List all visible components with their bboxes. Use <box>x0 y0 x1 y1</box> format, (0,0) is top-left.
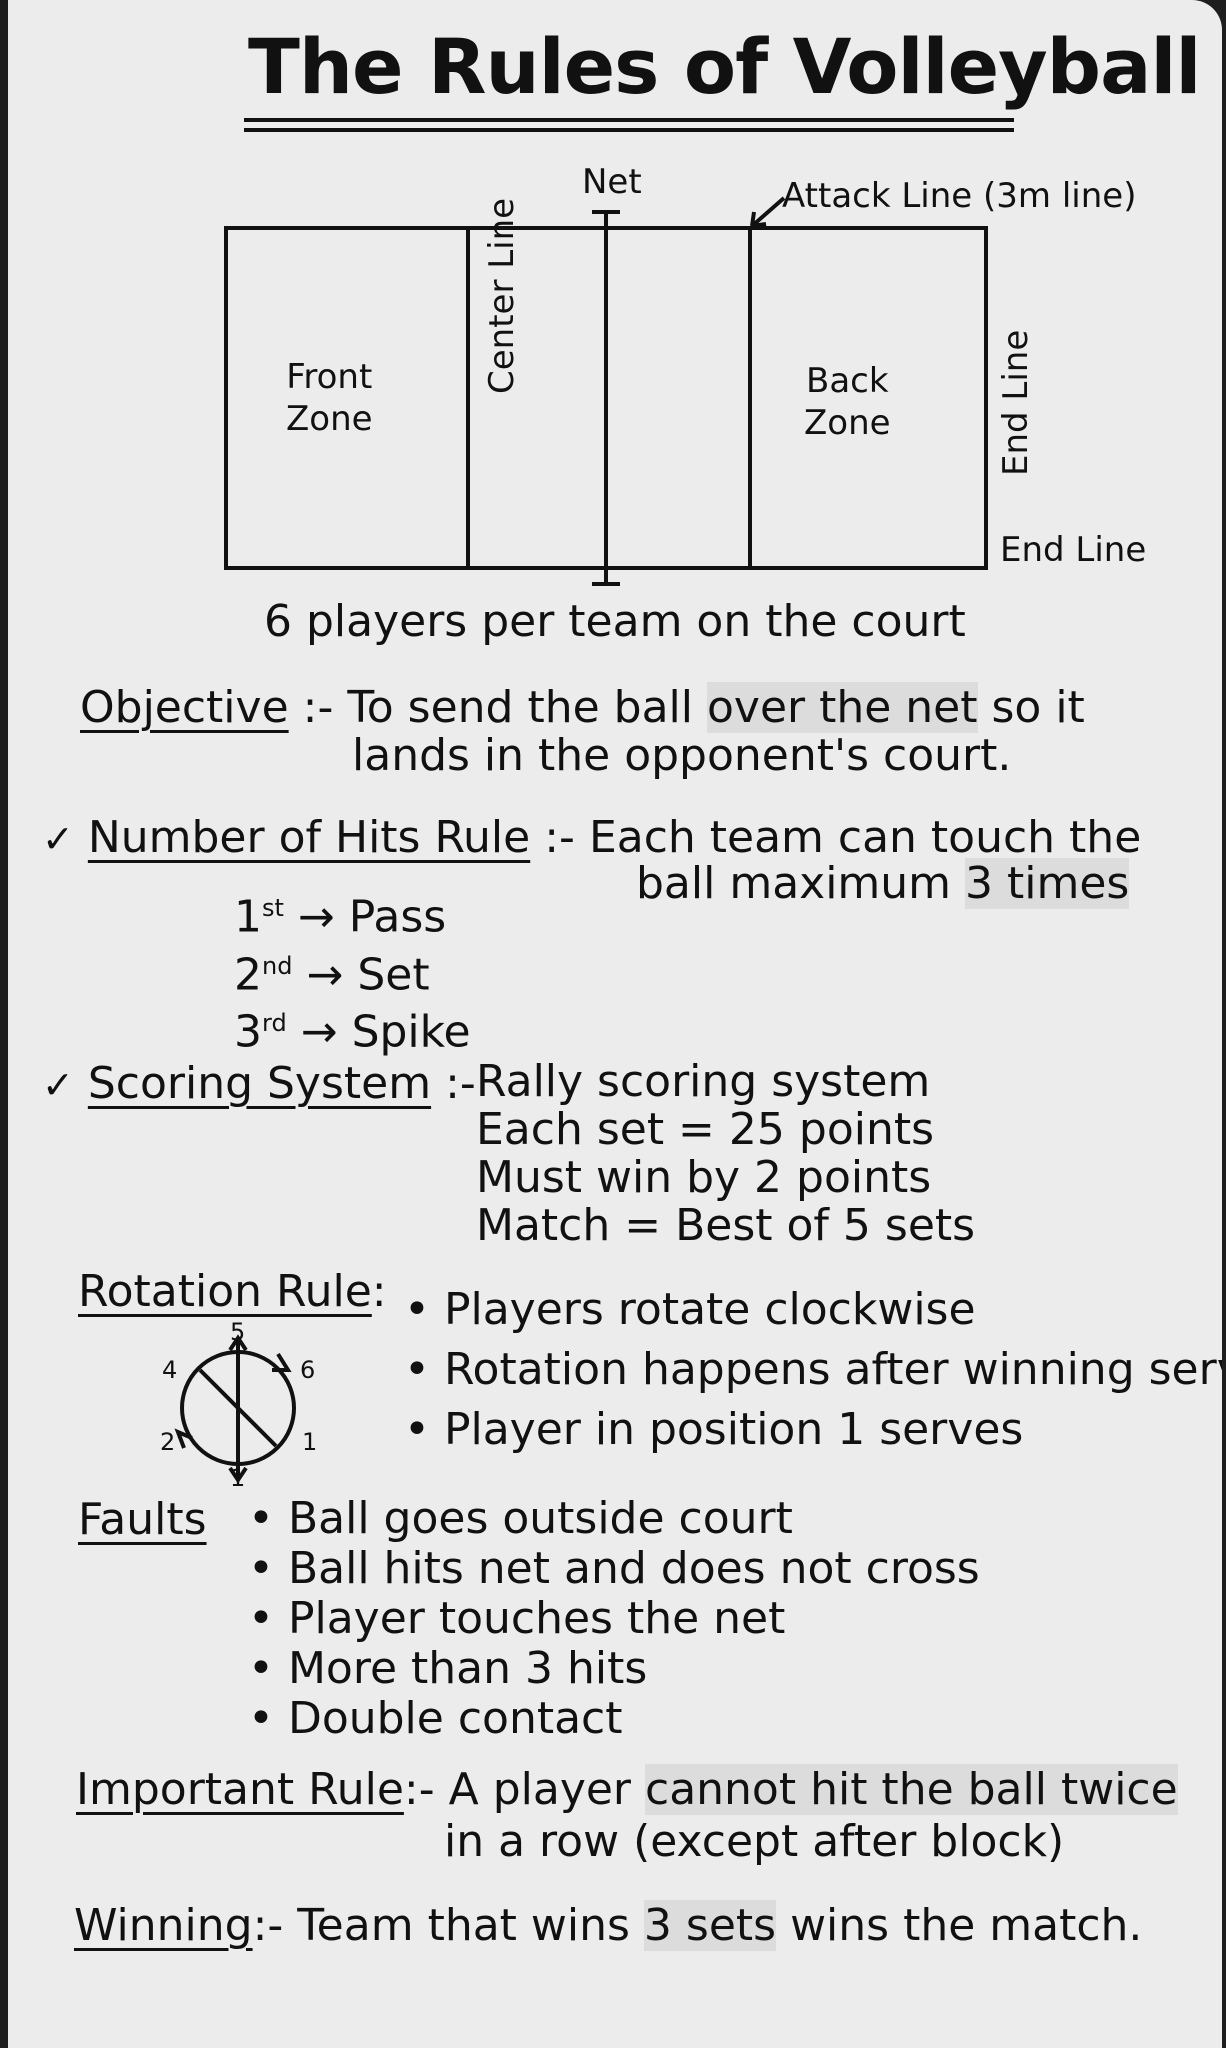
list-item: • Double contact <box>248 1693 623 1744</box>
objective-highlight: over the net <box>706 682 978 733</box>
winning-highlight: 3 sets <box>643 1900 777 1951</box>
objective-separator: :- <box>302 682 334 733</box>
rotation-list: • Players rotate clockwise • Rotation ha… <box>404 1280 1222 1460</box>
list-item: • Player touches the net <box>248 1593 786 1644</box>
important-line-1: Important Rule:- A player cannot hit the… <box>76 1764 1178 1815</box>
list-item: 1st → Pass <box>234 891 447 943</box>
list-item: • More than 3 hits <box>248 1643 648 1694</box>
important-separator: :- <box>403 1764 435 1815</box>
end-line-bottom-label: End Line <box>1000 530 1147 570</box>
position-6-label: 6 <box>300 1356 316 1384</box>
winning-text-pre: Team that wins <box>297 1900 644 1951</box>
faults-heading: Faults <box>78 1494 207 1545</box>
back-zone-label: Back Zone <box>804 361 891 443</box>
important-heading: Important Rule <box>76 1764 404 1815</box>
list-item: • Ball goes outside court <box>248 1493 793 1544</box>
position-5-label: 5 <box>230 1318 246 1346</box>
scoring-list: Rally scoring system Each set = 25 point… <box>476 1058 975 1250</box>
list-item: Each set = 25 points <box>476 1104 935 1155</box>
attack-line-label: Attack Line (3m line) <box>782 176 1137 216</box>
title-underline-2 <box>244 128 1014 132</box>
winning-heading: Winning <box>74 1900 253 1951</box>
scoring-heading-line: ✓ Scoring System :- <box>42 1058 476 1109</box>
position-1-bottom-label: 1 <box>230 1464 246 1492</box>
end-line-side-label: End Line <box>996 329 1036 476</box>
hits-text-2: ball maximum <box>636 858 966 909</box>
net-label: Net <box>582 162 642 202</box>
hits-line-1: ✓ Number of Hits Rule :- Each team can t… <box>42 812 1141 863</box>
list-item: Must win by 2 points <box>476 1152 932 1203</box>
important-text-pre: A player <box>448 1764 645 1815</box>
faults-heading-line: Faults <box>78 1494 207 1545</box>
front-zone-label: Front Zone <box>286 357 373 439</box>
winning-text-post: wins the match. <box>776 1900 1143 1951</box>
scoring-heading: Scoring System <box>87 1058 432 1109</box>
list-item: • Players rotate clockwise <box>404 1284 976 1335</box>
hits-text-1: Each team can touch the <box>588 812 1142 863</box>
position-4-label: 4 <box>162 1356 178 1384</box>
arrow-icon: → <box>300 1006 338 1058</box>
winning-line: Winning:- Team that wins 3 sets wins the… <box>74 1900 1142 1951</box>
hits-list: 1st → Pass 2nd → Set 3rd → Spike <box>234 884 471 1057</box>
important-highlight: cannot hit the ball twice <box>645 1764 1178 1815</box>
arrow-icon: → <box>306 949 344 1001</box>
list-item: 2nd → Set <box>234 949 430 1001</box>
hits-highlight: 3 times <box>965 858 1130 909</box>
rotation-diagram <box>174 1334 296 1484</box>
position-1-right-label: 1 <box>302 1428 318 1456</box>
hits-separator: :- <box>544 812 575 863</box>
list-item: • Rotation happens after winning serve <box>404 1344 1222 1395</box>
objective-text-pre: To send the ball <box>347 682 707 733</box>
objective-line-2: lands in the opponent's court. <box>352 730 1012 781</box>
title-underline <box>244 118 1014 122</box>
objective-text-post: so it <box>977 682 1085 733</box>
scoring-separator: :- <box>445 1058 476 1109</box>
page-title: The Rules of Volleyball <box>248 22 1201 111</box>
notebook-page: The Rules of Volleyball Net Attack Line … <box>8 0 1222 2048</box>
list-item: • Ball hits net and does not cross <box>248 1543 980 1594</box>
list-item: 3rd → Spike <box>234 1006 471 1058</box>
list-item: • Player in position 1 serves <box>404 1404 1024 1455</box>
objective-line-1: Objective :- To send the ball over the n… <box>80 682 1085 733</box>
list-item: Match = Best of 5 sets <box>476 1200 976 1251</box>
court-diagram <box>224 196 988 586</box>
winning-separator: :- <box>252 1900 284 1951</box>
hits-line-2: ball maximum 3 times <box>636 858 1130 909</box>
rotation-heading: Rotation Rule <box>78 1266 372 1317</box>
rotation-heading-line: Rotation Rule: <box>78 1266 387 1317</box>
court-caption: 6 players per team on the court <box>264 596 966 647</box>
attack-line-arrow <box>750 196 786 228</box>
arrow-icon: → <box>297 891 335 943</box>
rotation-separator: : <box>371 1266 387 1317</box>
important-line-2: in a row (except after block) <box>444 1816 1065 1867</box>
hits-heading: Number of Hits Rule <box>87 812 531 863</box>
check-icon: ✓ <box>42 1063 74 1107</box>
position-2-label: 2 <box>160 1428 176 1456</box>
list-item: Rally scoring system <box>476 1056 931 1107</box>
objective-heading: Objective <box>80 682 289 733</box>
check-icon: ✓ <box>42 817 74 861</box>
center-line-label: Center Line <box>482 197 522 394</box>
faults-list: • Ball goes outside court • Ball hits ne… <box>248 1494 980 1744</box>
